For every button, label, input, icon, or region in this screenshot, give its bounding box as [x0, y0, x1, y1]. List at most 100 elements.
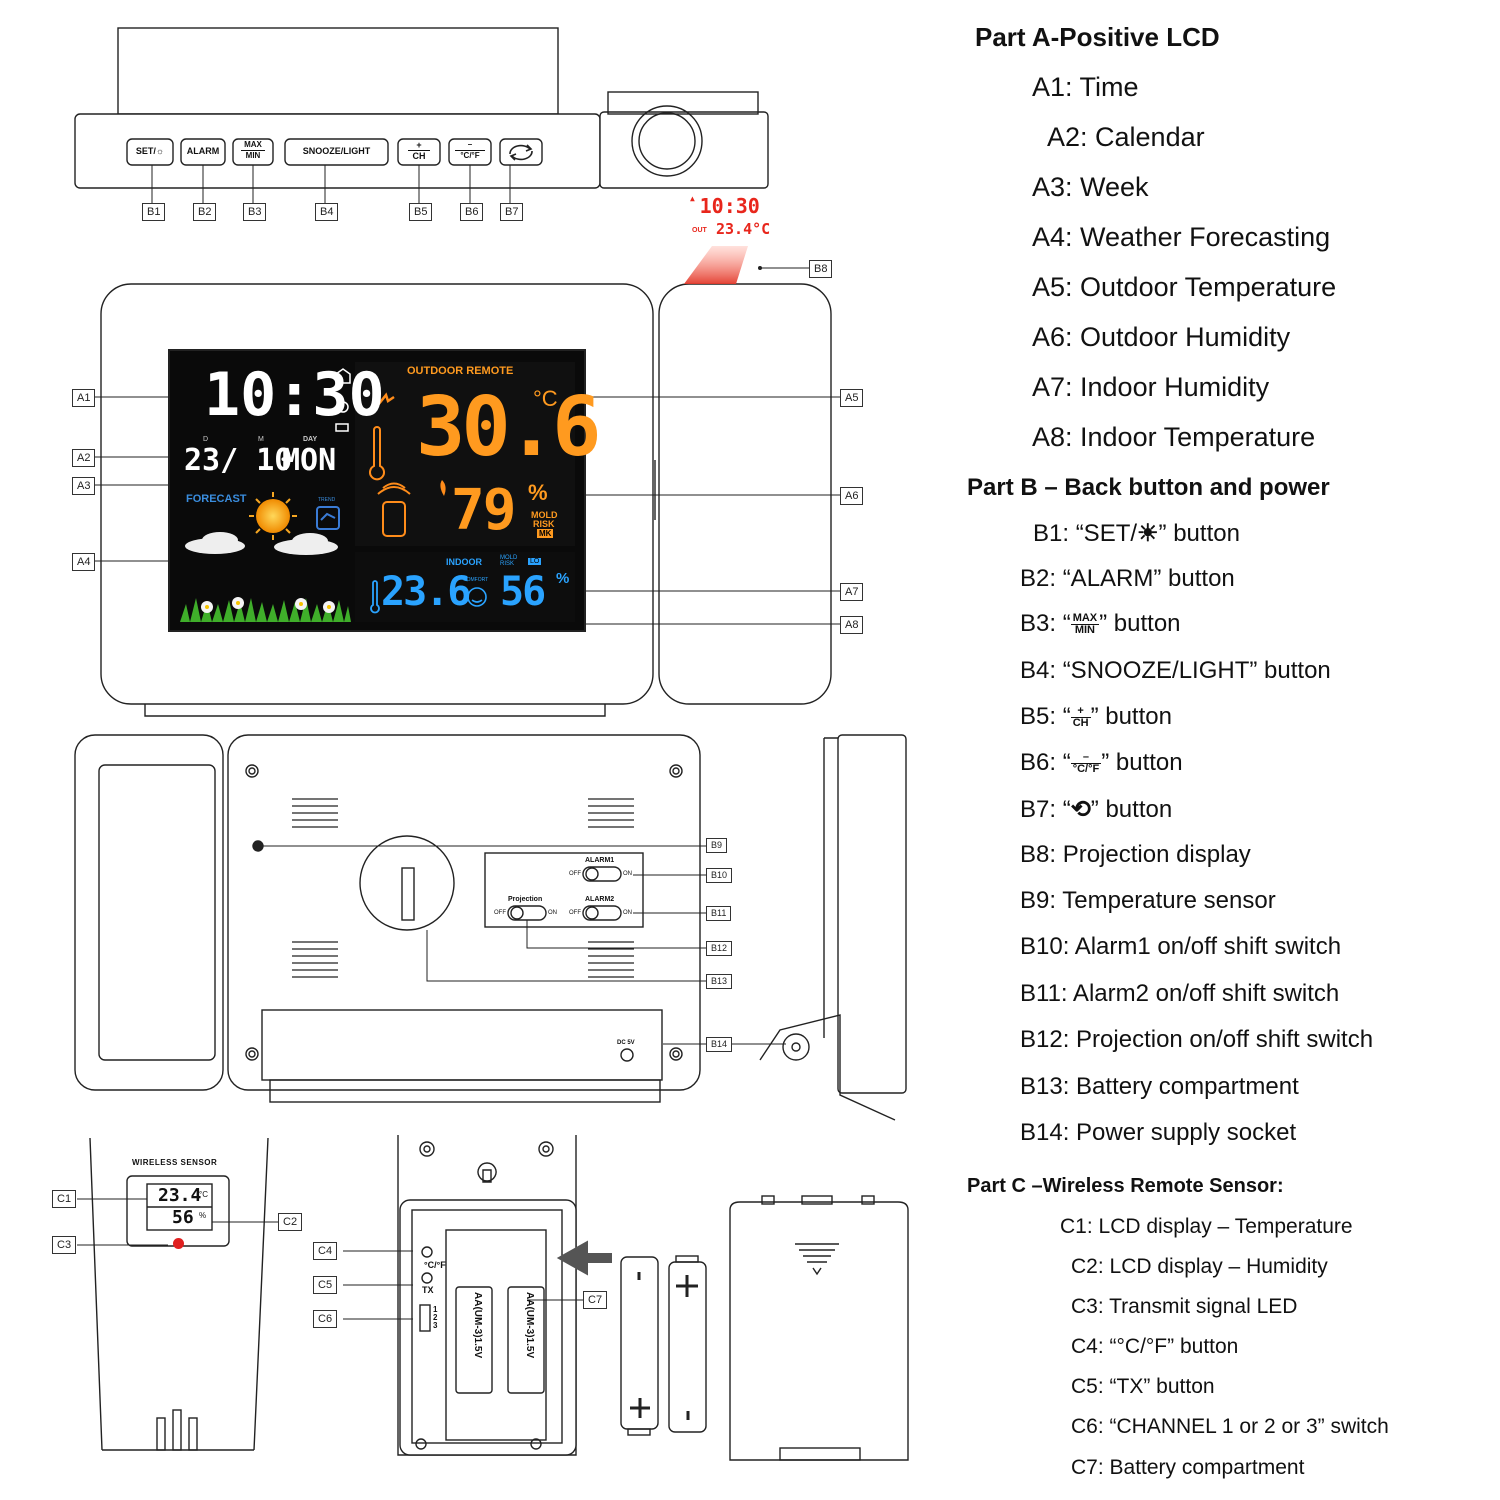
- callout-a6: A6: [840, 487, 864, 505]
- legend-a5: A5: Outdoor Temperature: [1032, 272, 1337, 302]
- back-alarm1-off: OFF: [569, 871, 581, 877]
- ch-button-label: + CH: [398, 140, 440, 161]
- sun-icon: [249, 492, 297, 540]
- legend-c2: C2: LCD display – Humidity: [1071, 1255, 1328, 1278]
- lcd-out-temp: 30.6: [416, 380, 601, 475]
- legend-b2: B2: “ALARM” button: [1020, 565, 1235, 592]
- cloud-icon: [185, 532, 338, 555]
- lcd-mold: MOLD: [531, 510, 558, 520]
- callout-c6: C6: [313, 1310, 338, 1328]
- lcd-mk: MK: [537, 529, 554, 538]
- callout-c3: C3: [52, 1236, 77, 1254]
- alarm-button-label: ALARM: [186, 146, 220, 156]
- lcd-forecast: FORECAST: [186, 493, 247, 505]
- ch-label: CH: [408, 150, 430, 161]
- lcd-mold-risk-small: MOLD RISK: [500, 555, 518, 567]
- callout-c4: C4: [313, 1242, 338, 1260]
- vent-slots: [292, 798, 634, 978]
- legend-b6: B6: “–°C/°F” button: [1020, 749, 1183, 777]
- brightness-icon: ☀: [1137, 520, 1159, 547]
- callout-b8: B8: [809, 260, 833, 278]
- legend-c6: C6: “CHANNEL 1 or 2 or 3” switch: [1071, 1415, 1389, 1438]
- sensor-back: [397, 1135, 577, 1456]
- sensor-hum: 56: [172, 1207, 194, 1228]
- lcd-day-label: D: [203, 436, 209, 443]
- legend-c5: C5: “TX” button: [1071, 1375, 1215, 1398]
- legend-b7-post: ” button: [1090, 796, 1173, 823]
- battery-label-1: AA(UM-3)1.5V: [472, 1292, 483, 1359]
- projection-temp: 23.4°C: [716, 220, 771, 238]
- lcd-dow-label: DAY: [303, 436, 318, 443]
- cf-button-label: – °C/°F: [449, 140, 491, 161]
- callout-c7: C7: [583, 1291, 608, 1309]
- legend-b14: B14: Power supply socket: [1020, 1119, 1297, 1146]
- lcd-screen: [168, 349, 586, 632]
- comfort-face-icon: [467, 587, 487, 607]
- legend-b6-bottom: °C/°F: [1072, 763, 1100, 776]
- alarm2-switch[interactable]: [582, 905, 622, 921]
- callout-b9: B9: [706, 838, 728, 853]
- lcd-risk: RISK: [533, 519, 555, 529]
- lcd-out-percent: %: [528, 480, 548, 505]
- sensor-title: WIRELESS SENSOR: [132, 1158, 218, 1167]
- battery-cover: [729, 1195, 909, 1461]
- callout-c5: C5: [313, 1276, 338, 1294]
- lcd-in-hum: 56: [500, 569, 546, 615]
- legend-b1-post: ” button: [1158, 520, 1240, 547]
- cf-sensor-button[interactable]: °C/°F: [424, 1260, 446, 1270]
- callout-c2: C2: [278, 1213, 303, 1231]
- callout-a5: A5: [840, 389, 864, 407]
- lcd-in-temp: 23.6: [381, 569, 471, 615]
- lcd-lo: LO: [528, 558, 542, 565]
- top-buttons: [126, 138, 543, 166]
- sensor-temp: 23.4: [158, 1185, 202, 1206]
- sensor-led-icon: [173, 1238, 184, 1249]
- plus-label: +: [416, 140, 422, 150]
- lcd-trend: TREND: [318, 497, 336, 503]
- legend-b9: B9: Temperature sensor: [1020, 887, 1276, 914]
- callout-a8: A8: [840, 616, 864, 634]
- legend-b6-post: ” button: [1101, 749, 1183, 776]
- callout-b10: B10: [706, 868, 733, 883]
- lcd-indoor: INDOOR: [446, 557, 482, 567]
- battery-label-2: AA(UM-3)1.5V: [524, 1292, 535, 1359]
- channel-switch-label[interactable]: 1 2 3: [433, 1305, 438, 1330]
- tx-sensor-button[interactable]: TX: [422, 1285, 434, 1295]
- callout-b11: B11: [706, 906, 732, 921]
- cycle-button[interactable]: [499, 138, 543, 166]
- legend-b12: B12: Projection on/off shift switch: [1020, 1026, 1374, 1053]
- outdoor-sensor-icon: [377, 482, 411, 537]
- batteries: [620, 1255, 707, 1436]
- legend-b3-pre: B3: “: [1020, 610, 1071, 637]
- legend-c4: C4: “°C/°F” button: [1071, 1335, 1239, 1358]
- lcd-comfort: COMFORT: [463, 577, 489, 583]
- part-c-heading: Part C –Wireless Remote Sensor:: [967, 1175, 1284, 1197]
- back-projection-label: Projection: [508, 896, 543, 903]
- callout-c1: C1: [52, 1190, 77, 1208]
- back-alarm2-label: ALARM2: [585, 896, 615, 903]
- legend-b7-pre: B7: “: [1020, 796, 1071, 823]
- legend-a1: A1: Time: [1032, 72, 1139, 102]
- callout-a1: A1: [72, 389, 96, 407]
- legend-b7: B7: “⟲” button: [1020, 795, 1172, 824]
- legend-b5-bottom: CH: [1072, 717, 1089, 730]
- legend-b1: B1: “SET/☀” button: [1033, 519, 1240, 548]
- legend-b4: B4: “SNOOZE/LIGHT” button: [1020, 657, 1331, 684]
- set-button-label: SET/☼: [135, 146, 165, 156]
- set-button[interactable]: [126, 138, 174, 166]
- snooze-light-button[interactable]: [284, 138, 389, 166]
- callout-a3: A3: [72, 477, 96, 495]
- legend-b5-post: ” button: [1090, 703, 1172, 730]
- callout-a4: A4: [72, 553, 96, 571]
- alarm1-switch[interactable]: [582, 866, 622, 882]
- back-dc-label: DC 5V: [617, 1040, 635, 1046]
- legend-a3: A3: Week: [1032, 172, 1149, 202]
- side-view: [759, 734, 907, 1121]
- legend-b3-bottom: MIN: [1074, 624, 1095, 637]
- sensor-hum-unit: %: [199, 1211, 207, 1220]
- back-alarm2-off: OFF: [569, 910, 581, 916]
- callout-a2: A2: [72, 449, 96, 467]
- callout-b2: B2: [193, 203, 217, 221]
